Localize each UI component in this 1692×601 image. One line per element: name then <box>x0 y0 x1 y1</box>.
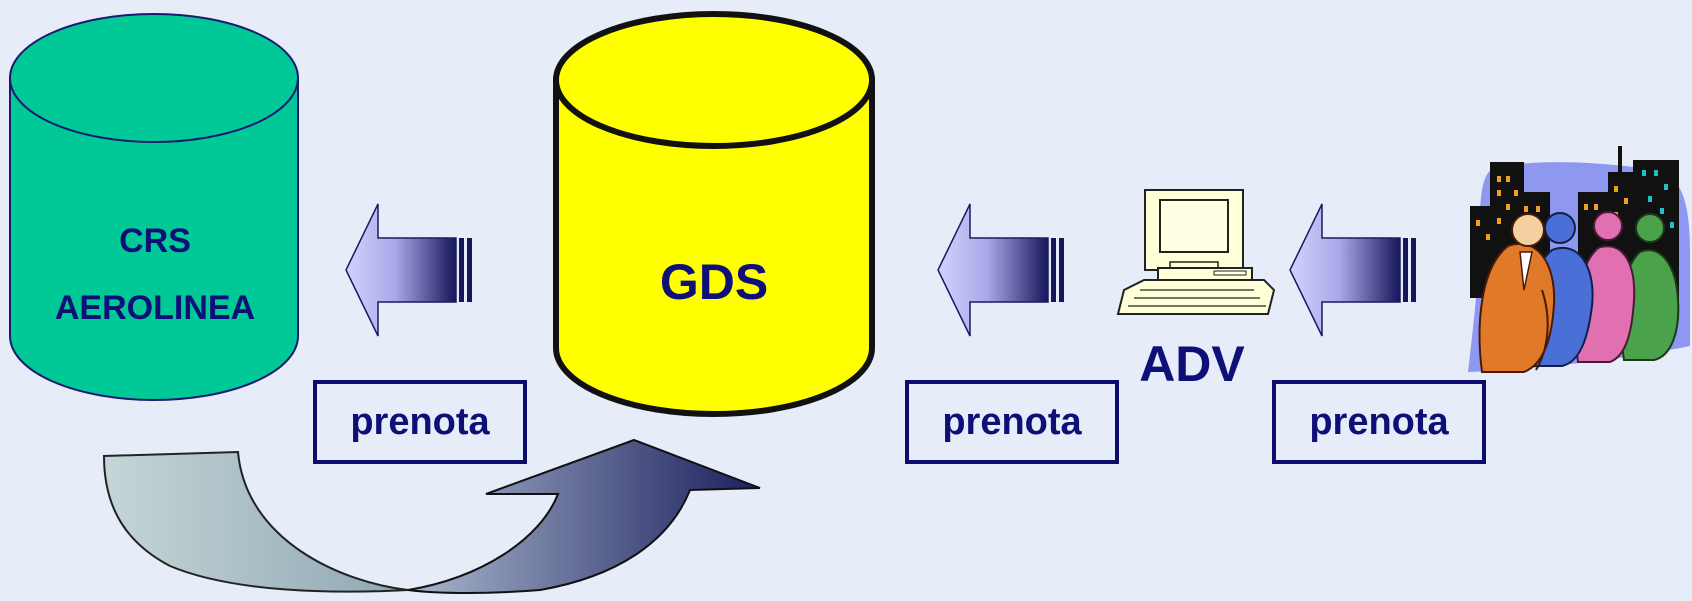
crs-cylinder: CRS AEROLINEA <box>9 13 299 401</box>
crs-label-line1: CRS <box>119 222 191 260</box>
arrow-adv-to-gds <box>937 203 1064 337</box>
adv-label: ADV <box>1139 336 1245 392</box>
arrow-gds-to-crs <box>345 203 472 337</box>
curved-return-arrow <box>102 438 761 594</box>
crs-label-line2: AEROLINEA <box>55 289 255 327</box>
gds-cylinder: GDS <box>553 11 875 417</box>
business-people-icon <box>1468 146 1690 373</box>
computer-icon <box>1116 189 1276 315</box>
arrow-customers-to-adv <box>1289 203 1416 337</box>
edge-label-adv-to-gds: prenota <box>905 380 1119 464</box>
edge-label-gds-to-crs: prenota <box>313 380 527 464</box>
edge-label-customers-to-adv: prenota <box>1272 380 1486 464</box>
gds-label: GDS <box>660 254 768 310</box>
